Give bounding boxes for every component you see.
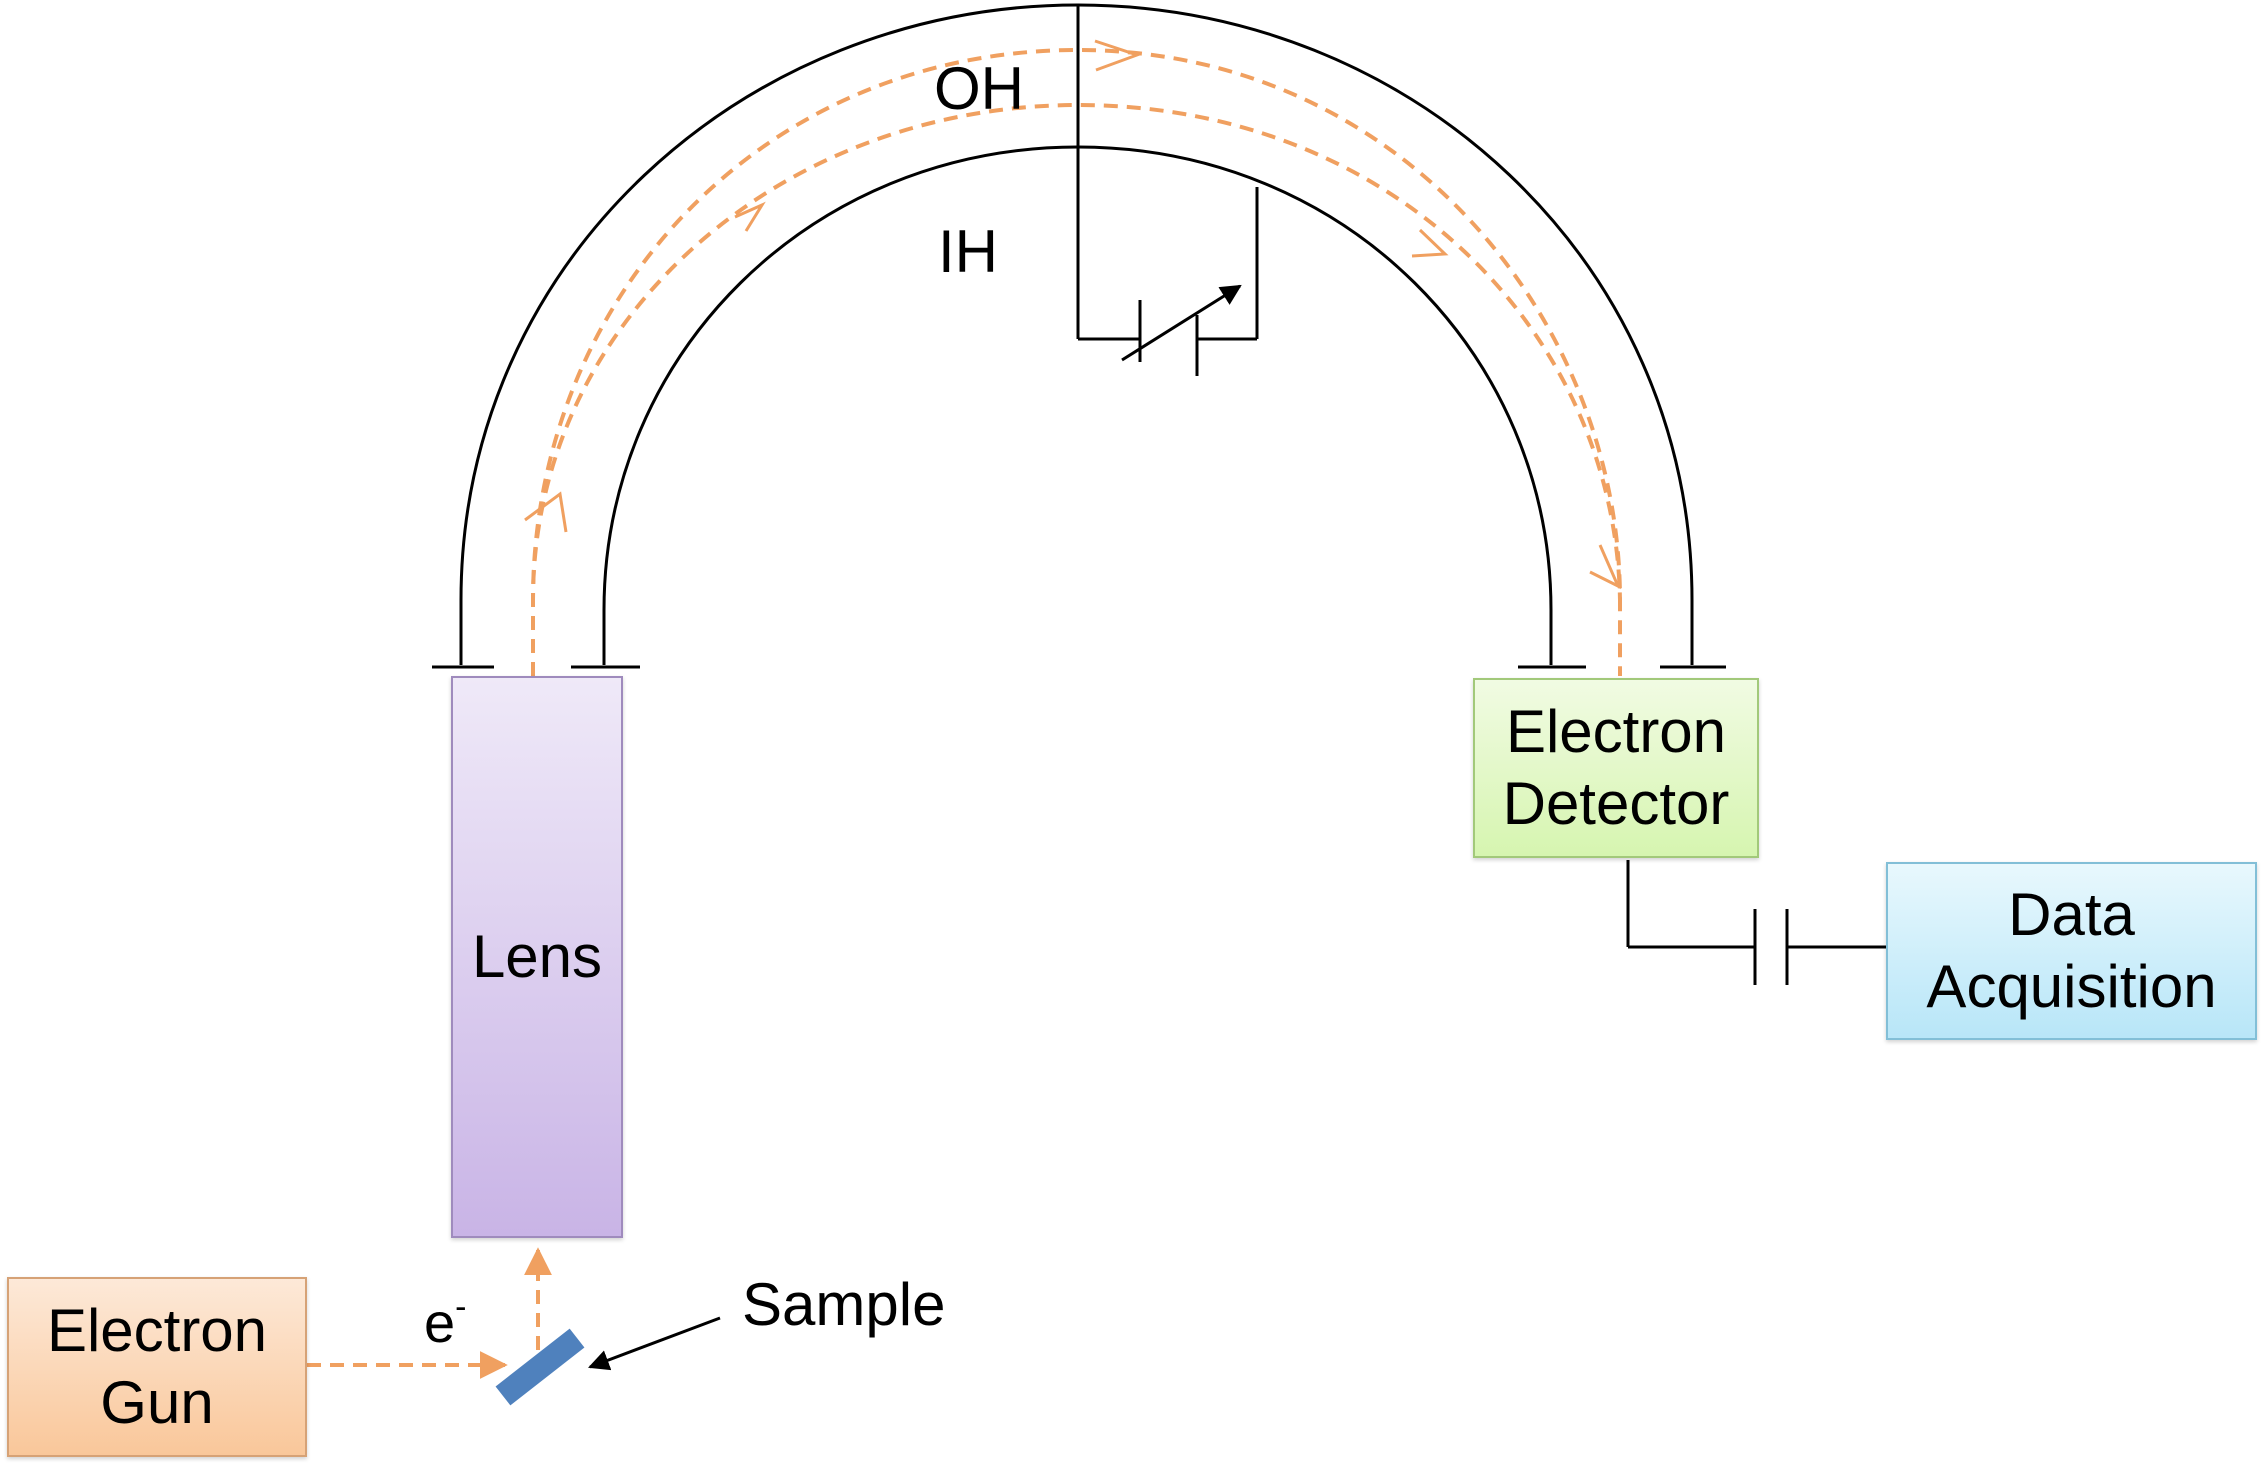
electron-gun: Electron Gun xyxy=(7,1277,307,1457)
electron-charge: - xyxy=(455,1288,467,1326)
sample-label: Sample xyxy=(742,1271,946,1338)
beam-direction-chevrons xyxy=(524,39,1622,590)
beam-inner-path xyxy=(531,102,1622,676)
detector-wire-capacitor xyxy=(1626,860,1886,985)
inner-hemisphere-label: IH xyxy=(938,218,998,285)
data-acquisition: Data Acquisition xyxy=(1886,862,2257,1040)
lens: Lens xyxy=(451,676,623,1238)
detector-label-line1: Electron xyxy=(1505,698,1727,765)
electron-detector: Electron Detector xyxy=(1473,678,1759,858)
sample-plate xyxy=(495,1328,585,1406)
electron-symbol: e xyxy=(424,1291,456,1354)
lens-label: Lens xyxy=(471,923,603,990)
electron-beam xyxy=(307,47,1622,1379)
gun-label-line1: Electron xyxy=(46,1297,268,1364)
variable-voltage-supply xyxy=(1076,5,1259,376)
electron-label: e- xyxy=(424,1290,466,1355)
outer-hemisphere-label: OH xyxy=(934,55,1024,122)
sample-pointer-arrow xyxy=(588,1316,721,1371)
beam-outer-path xyxy=(531,47,1622,676)
detector-label-line2: Detector xyxy=(1502,770,1730,837)
daq-label-line2: Acquisition xyxy=(1926,953,2217,1020)
daq-label-line1: Data xyxy=(2008,881,2135,948)
gun-label-line2: Gun xyxy=(100,1369,214,1436)
